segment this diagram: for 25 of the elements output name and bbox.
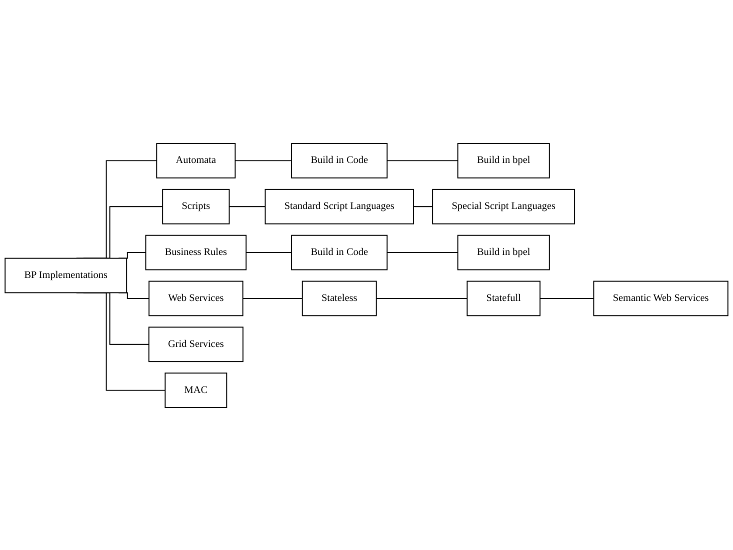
node-box: MAC — [164, 372, 228, 408]
connector — [412, 206, 434, 207]
connector — [242, 297, 303, 298]
connector — [228, 206, 266, 207]
node-box: Automata — [156, 142, 236, 178]
connector — [386, 160, 458, 161]
node-box: Special Script Languages — [432, 188, 576, 224]
node-box: Build in Code — [291, 142, 388, 178]
connector — [540, 297, 594, 298]
connector — [246, 252, 292, 253]
node-box: Grid Services — [148, 326, 244, 362]
node-box: Stateless — [302, 280, 377, 316]
node-box: Statefull — [466, 280, 540, 316]
connector — [234, 160, 292, 161]
node-box: Standard Script Languages — [264, 188, 414, 224]
node-box: Build in bpel — [457, 142, 550, 178]
node-box: Business Rules — [145, 234, 247, 270]
node-box: BP Implementations — [4, 257, 128, 293]
connector — [386, 252, 458, 253]
node-box: Build in Code — [291, 234, 388, 270]
node-box: Semantic Web Services — [593, 280, 728, 316]
connector — [376, 297, 468, 298]
node-box: Scripts — [162, 188, 230, 224]
node-box: Web Services — [148, 280, 244, 316]
node-box: Build in bpel — [457, 234, 550, 270]
